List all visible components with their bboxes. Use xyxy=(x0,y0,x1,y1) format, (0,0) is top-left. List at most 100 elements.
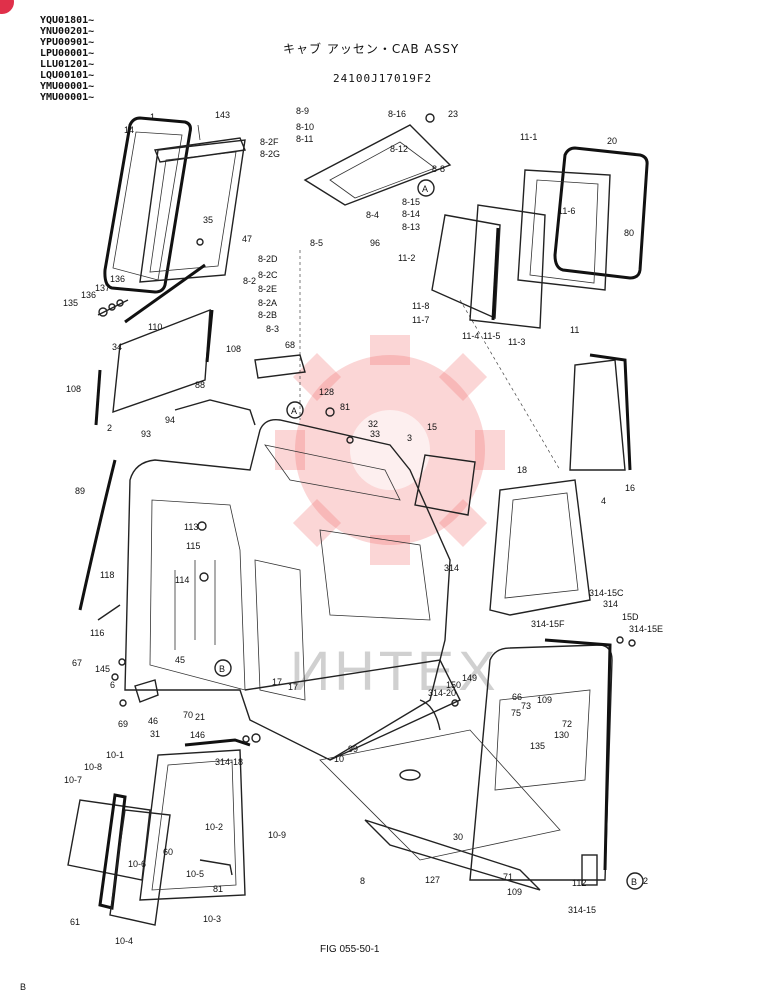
part-number-label: 108 xyxy=(226,344,241,354)
diagram-title: キャブ アッセン・CAB ASSY xyxy=(283,42,460,56)
part-number-label: 113 xyxy=(184,522,198,532)
part-number-label: 31 xyxy=(150,729,160,739)
part-number-label: 109 xyxy=(507,887,522,897)
part-number-label: 10-5 xyxy=(186,869,204,879)
part-number-label: B xyxy=(20,982,26,992)
side-glass-panel xyxy=(94,308,214,426)
callout-a-mid: A xyxy=(286,401,304,419)
part-number-label: 145 xyxy=(95,664,110,674)
serial-range: YPU00901~ xyxy=(40,37,95,48)
part-number-label: 89 xyxy=(75,486,85,496)
cab-body xyxy=(78,250,561,761)
part-number-label: 8-12 xyxy=(390,144,408,154)
part-number-label: 10-8 xyxy=(84,762,102,772)
part-number-label: 11-4 xyxy=(462,331,479,341)
part-number-label: 34 xyxy=(112,342,122,352)
part-number-label: 96 xyxy=(370,238,380,248)
part-number-label: 8-2A xyxy=(258,298,277,308)
part-number-label: 72 xyxy=(562,719,572,729)
part-number-label: 314-15F xyxy=(531,619,565,629)
part-number-label: 15D xyxy=(622,612,639,622)
part-number-label: 8-13 xyxy=(402,222,420,232)
part-number-label: 73 xyxy=(521,701,531,711)
svg-text:B: B xyxy=(219,664,225,674)
part-code: 24100J17019F2 xyxy=(333,72,433,85)
part-number-label: 46 xyxy=(148,716,158,726)
part-number-label: 8-16 xyxy=(388,109,406,119)
part-number-label: 47 xyxy=(242,234,252,244)
serial-range: LPU00001~ xyxy=(40,48,95,59)
part-number-label: 8-2 xyxy=(243,276,256,286)
serial-list: YQU01801~ YNU00201~ YPU00901~ LPU00001~ … xyxy=(40,15,94,103)
part-number-label: 18 xyxy=(517,465,527,475)
part-number-label: 8-2B xyxy=(258,310,277,320)
part-number-label: 17 xyxy=(272,677,282,687)
part-number-label: 81 xyxy=(213,884,223,894)
part-number-label: 130 xyxy=(554,730,569,740)
floor-plate xyxy=(319,699,561,891)
part-number-label: 314 xyxy=(603,599,618,609)
part-number-label: 10-1 xyxy=(106,750,124,760)
serial-range: YMU00001~ xyxy=(40,81,95,92)
fasteners xyxy=(111,238,636,743)
part-number-label: 314-15C xyxy=(589,588,624,598)
part-number-label: 10-6 xyxy=(128,859,146,869)
watermark-text: ИНТЕХ xyxy=(290,639,500,702)
right-window-set xyxy=(431,146,649,329)
lower-door-assembly xyxy=(67,738,251,926)
serial-range: LQU00101~ xyxy=(40,70,95,81)
part-number-label: 10-9 xyxy=(268,830,286,840)
part-number-label: 128 xyxy=(319,387,334,397)
part-number-label: 136 xyxy=(81,290,96,300)
part-number-label: 71 xyxy=(503,872,513,882)
callout-b-right: B xyxy=(626,872,644,890)
part-number-label: 109 xyxy=(537,695,552,705)
figure-number: FIG 055-50-1 xyxy=(320,944,380,955)
part-number-label: 314 xyxy=(444,563,459,573)
part-number-label: 14 xyxy=(124,125,134,135)
part-number-label: 146 xyxy=(190,730,205,740)
part-number-label: 8-15 xyxy=(402,197,420,207)
part-number-label: 1 xyxy=(150,112,155,122)
part-number-label: 8-2E xyxy=(258,284,277,294)
part-number-label: 32 xyxy=(368,419,378,429)
part-number-label: 314-18 xyxy=(215,757,243,767)
part-number-label: 11-5 xyxy=(483,331,500,341)
part-number-label: 80 xyxy=(624,228,634,238)
serial-range: LLU01201~ xyxy=(40,59,95,70)
part-number-label: 10-7 xyxy=(64,775,82,785)
part-number-label: 8-14 xyxy=(402,209,420,219)
part-number-label: 10-2 xyxy=(205,822,223,832)
part-number-label: 10-3 xyxy=(203,914,221,924)
callout-b-left: B xyxy=(214,659,232,677)
part-number-label: 75 xyxy=(511,708,521,718)
part-number-label: 135 xyxy=(63,298,78,308)
part-number-label: 33 xyxy=(370,429,380,439)
part-number-label: 60 xyxy=(163,847,173,857)
part-number-label: 118 xyxy=(100,570,114,580)
part-number-label: 45 xyxy=(175,655,185,665)
part-number-label: 94 xyxy=(165,415,175,425)
part-number-label: 150 xyxy=(446,680,461,690)
part-number-label: 66 xyxy=(512,692,522,702)
part-number-label: 8-11 xyxy=(296,134,313,144)
part-number-label: 8-3 xyxy=(266,324,279,334)
svg-text:A: A xyxy=(422,184,428,194)
part-number-label: 61 xyxy=(70,917,80,927)
part-number-label: 11-6 xyxy=(558,206,575,216)
part-number-label: 115 xyxy=(186,541,200,551)
part-number-label: 8 xyxy=(360,876,365,886)
part-number-label: 10-4 xyxy=(115,936,133,946)
serial-range: YMU00001~ xyxy=(40,92,95,103)
part-number-label: 8-5 xyxy=(310,238,323,248)
part-number-label: 8-8 xyxy=(432,164,445,174)
part-number-label: 69 xyxy=(118,719,128,729)
part-number-label: 81 xyxy=(340,402,350,412)
part-number-label: 6 xyxy=(110,680,115,690)
part-number-label: 35 xyxy=(203,215,213,225)
part-number-label: 11-7 xyxy=(412,315,429,325)
part-number-label: 116 xyxy=(90,628,104,638)
part-number-label: 110 xyxy=(148,322,162,332)
